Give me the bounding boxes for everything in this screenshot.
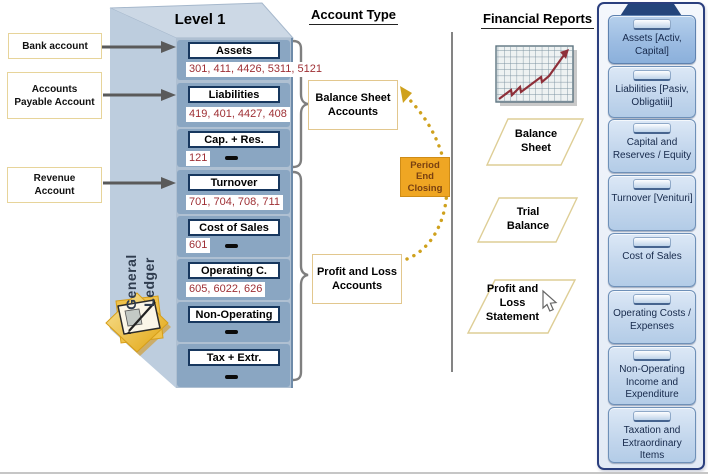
panel-title: Level 1 bbox=[174, 11, 226, 28]
section-cap-res: Cap. + Res. 121 bbox=[177, 129, 290, 167]
profit-loss-brace bbox=[291, 170, 309, 382]
sidebar-item-turnover[interactable]: Turnover [Venituri] bbox=[608, 175, 696, 231]
general-ledger-label: General Ledger bbox=[123, 254, 158, 310]
turnover-numbers: 701, 704, 708, 711 bbox=[186, 195, 283, 210]
panel-side-face bbox=[110, 8, 176, 388]
tax-extr-box: Tax + Extr. bbox=[188, 349, 280, 366]
panel-front-face: Assets 301, 411, 4426, 5311, 5121 Liabil… bbox=[176, 38, 325, 388]
non-operating-box: Non-Operating bbox=[188, 306, 280, 323]
trial-balance-report-label[interactable]: Trial Balance bbox=[506, 206, 550, 232]
cabinet-top-icon bbox=[620, 4, 682, 15]
input-arrows bbox=[100, 41, 176, 189]
sidebar-item-capital-reserves[interactable]: Capital and Reserves / Equity bbox=[608, 119, 696, 173]
sidebar-item-liabilities[interactable]: Liabilities [Pasiv, Obligatiii] bbox=[608, 66, 696, 118]
financial-reports-header: Financial Reports bbox=[481, 11, 595, 29]
sidebar-item-non-operating[interactable]: Non-Operating Income and Expenditure bbox=[608, 346, 696, 405]
profit-loss-statement-report-label[interactable]: Profit and Loss Statement bbox=[485, 283, 540, 323]
operating-numbers: 605, 6022, 626 bbox=[186, 282, 266, 297]
cost-of-sales-numbers: 601 bbox=[186, 238, 211, 253]
balance-sheet-shape[interactable] bbox=[485, 118, 585, 166]
drawer-handle-icon bbox=[633, 179, 671, 190]
period-end-closing-badge: Period End Closing bbox=[400, 157, 450, 197]
trial-balance-shape[interactable] bbox=[476, 197, 579, 243]
cost-of-sales-dash bbox=[225, 244, 238, 248]
balance-sheet-report-label[interactable]: Balance Sheet bbox=[514, 128, 558, 154]
liabilities-box: Liabilities bbox=[188, 86, 280, 103]
turnover-box: Turnover bbox=[188, 174, 280, 191]
ledger-journal-icon bbox=[105, 292, 171, 356]
cap-res-numbers: 121 bbox=[186, 151, 211, 166]
drawer-handle-icon bbox=[633, 350, 671, 361]
cost-of-sales-box: Cost of Sales bbox=[188, 219, 280, 236]
assets-numbers: 301, 411, 4426, 5311, 5121 bbox=[186, 62, 325, 77]
section-tax-extr: Tax + Extr. bbox=[177, 344, 290, 387]
section-cost-of-sales: Cost of Sales 601 bbox=[177, 216, 290, 257]
balance-sheet-accounts-box: Balance Sheet Accounts bbox=[308, 80, 398, 130]
profit-loss-accounts-box: Profit and Loss Accounts bbox=[312, 254, 402, 304]
sidebar-item-assets[interactable]: Assets [Activ, Capital] bbox=[608, 15, 696, 64]
drawer-handle-icon bbox=[633, 237, 671, 248]
balance-sheet-brace bbox=[291, 39, 309, 169]
bank-account-label: Bank account bbox=[8, 33, 102, 59]
drawer-handle-icon bbox=[633, 19, 671, 30]
cap-res-dash bbox=[225, 156, 238, 160]
drawer-handle-icon bbox=[633, 70, 671, 81]
closing-arc-arrowhead bbox=[400, 86, 412, 103]
accounts-payable-label: Accounts Payable Account bbox=[7, 72, 102, 119]
account-type-header: Account Type bbox=[309, 7, 398, 25]
section-turnover: Turnover 701, 704, 708, 711 bbox=[177, 170, 290, 214]
cap-res-box: Cap. + Res. bbox=[188, 131, 280, 148]
period-end-closing-arc bbox=[404, 94, 449, 261]
section-assets: Assets 301, 411, 4426, 5311, 5121 bbox=[177, 40, 325, 80]
assets-box: Assets bbox=[188, 42, 280, 59]
section-operating: Operating C. 605, 6022, 626 bbox=[177, 259, 290, 300]
revenue-account-label: Revenue Account bbox=[7, 167, 102, 203]
liabilities-numbers: 419, 401, 4427, 408 bbox=[186, 107, 290, 122]
trend-chart-icon bbox=[495, 45, 577, 106]
section-non-operating: Non-Operating bbox=[177, 302, 290, 342]
sidebar-item-cost-of-sales[interactable]: Cost of Sales bbox=[608, 233, 696, 287]
section-liabilities: Liabilities 419, 401, 4427, 408 bbox=[177, 83, 290, 127]
drawer-handle-icon bbox=[633, 123, 671, 134]
drawer-handle-icon bbox=[633, 411, 671, 422]
non-operating-dash bbox=[225, 330, 238, 334]
drawer-handle-icon bbox=[633, 294, 671, 305]
account-category-sidebar: Assets [Activ, Capital] Liabilities [Pas… bbox=[597, 2, 705, 470]
operating-box: Operating C. bbox=[188, 262, 280, 279]
tax-extr-dash bbox=[225, 375, 238, 379]
sidebar-item-taxation[interactable]: Taxation and Extraordinary Items bbox=[608, 407, 696, 463]
sidebar-item-operating-costs[interactable]: Operating Costs / Expenses bbox=[608, 290, 696, 344]
